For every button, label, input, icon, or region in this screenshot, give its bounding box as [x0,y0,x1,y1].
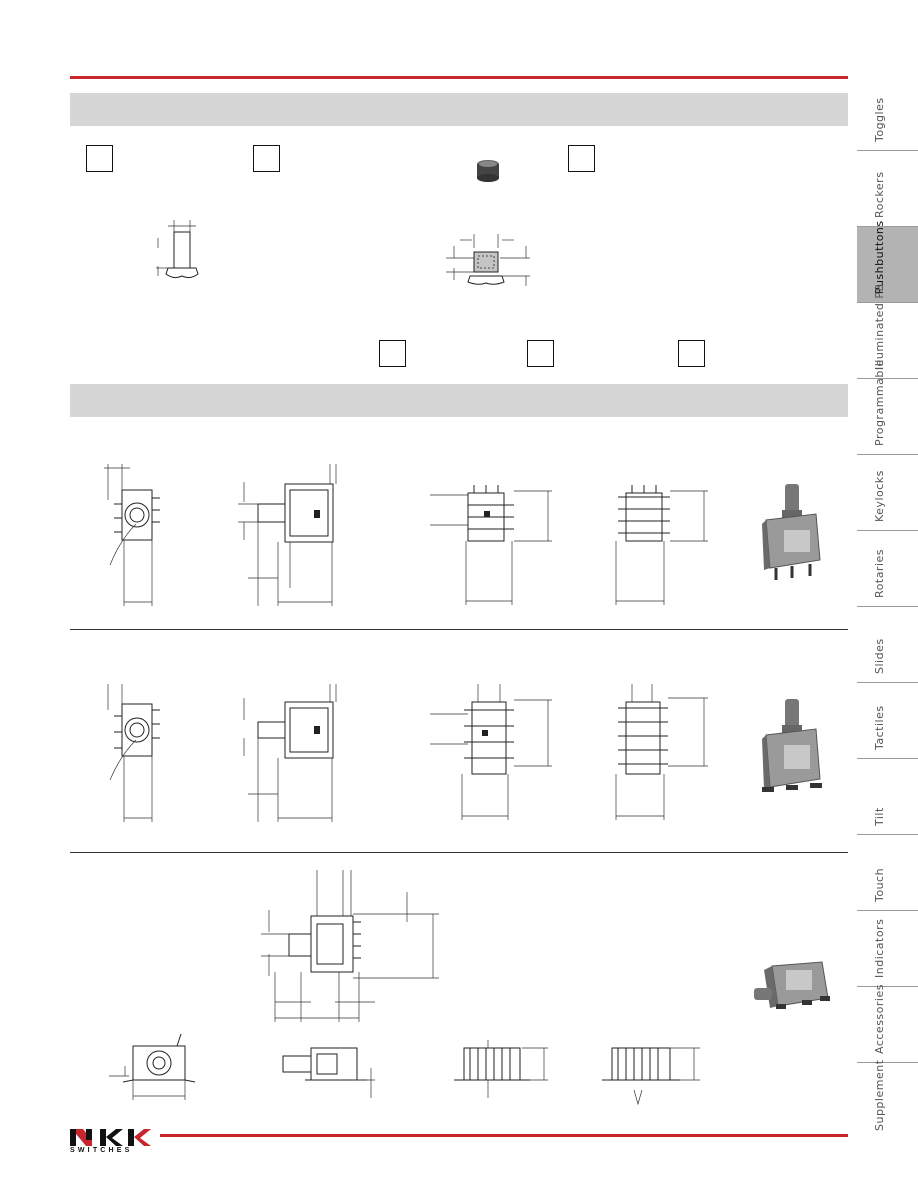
nav-item-indicators[interactable]: Indicators [857,911,918,987]
nav-label: Indicators [873,918,886,978]
nkk-logo [70,1129,151,1146]
drawing-row4-side [282,1047,375,1098]
nav-label: Toggles [873,97,886,142]
nav-item-toggles[interactable]: Toggles [857,75,918,151]
drawing-row1-bottom-a [430,485,552,605]
nav-label: Rotaries [873,548,886,598]
nav-item-keylocks[interactable]: Keylocks [857,455,918,531]
option-box-5[interactable] [527,340,554,367]
nav-item-accessories[interactable]: Accessories [857,984,918,1063]
option-box-1[interactable] [86,145,113,172]
drawing-row1-side [238,464,337,606]
drawing-row1-front [104,464,160,606]
option-box-3[interactable] [568,145,595,172]
drawing-row4-bottom-b [602,1047,700,1106]
plunger-drawing-standard [156,220,199,279]
option-box-4[interactable] [379,340,406,367]
nav-item-pushbuttons[interactable]: Pushbuttons [857,220,918,303]
drawing-row2-bottom-b [615,684,708,820]
nav-label: Accessories [873,984,886,1054]
nav-item-touch[interactable]: Touch [857,835,918,911]
nav-item-supplement[interactable]: Supplement [857,1059,918,1139]
product-photo-row2 [762,699,822,792]
drawing-row2-front [107,684,160,822]
nav-item-rockers[interactable]: Rockers [857,151,918,227]
drawing-row2-side [243,684,337,822]
option-box-2[interactable] [253,145,280,172]
drawings-header-band [70,384,848,417]
section-divider-1 [70,629,848,630]
options-header-band [70,93,848,126]
drawing-row1-bottom-b [615,485,708,605]
logo-subtext: SWITCHES [70,1147,133,1154]
nav-label: Rockers [873,171,886,218]
nav-item-illuminated-pb[interactable]: Illuminated PB [857,283,918,379]
drawing-row2-bottom-a [430,684,552,820]
nav-label: Tactiles [873,705,886,750]
nav-item-tactiles[interactable]: Tactiles [857,683,918,759]
plunger-drawing-capped [446,234,530,286]
nav-label: Illuminated PB [873,283,886,370]
nav-label: Touch [873,867,886,902]
nav-item-programmable[interactable]: Programmable [857,359,918,455]
nav-label: Keylocks [873,470,886,522]
nav-label: Programmable [873,359,886,446]
nav-item-tilt[interactable]: Tilt [857,759,918,835]
side-navigation: Toggles Rockers Pushbuttons Illuminated … [857,75,918,1140]
nav-label: Supplement [873,1059,886,1131]
option-box-6[interactable] [678,340,705,367]
top-rule [70,76,848,79]
drawing-row3-side [261,870,439,1022]
nav-item-rotaries[interactable]: Rotaries [857,531,918,607]
nav-label: Slides [873,638,886,674]
drawing-row4-front [109,1033,196,1100]
nav-label: Tilt [873,807,886,826]
product-photo-row1 [762,484,821,580]
bottom-rule [160,1134,848,1137]
product-photo-row3 [754,961,830,1009]
drawing-row4-bottom-a [454,1040,548,1098]
cap-icon [477,160,499,182]
nav-item-slides[interactable]: Slides [857,607,918,683]
section-divider-2 [70,852,848,853]
